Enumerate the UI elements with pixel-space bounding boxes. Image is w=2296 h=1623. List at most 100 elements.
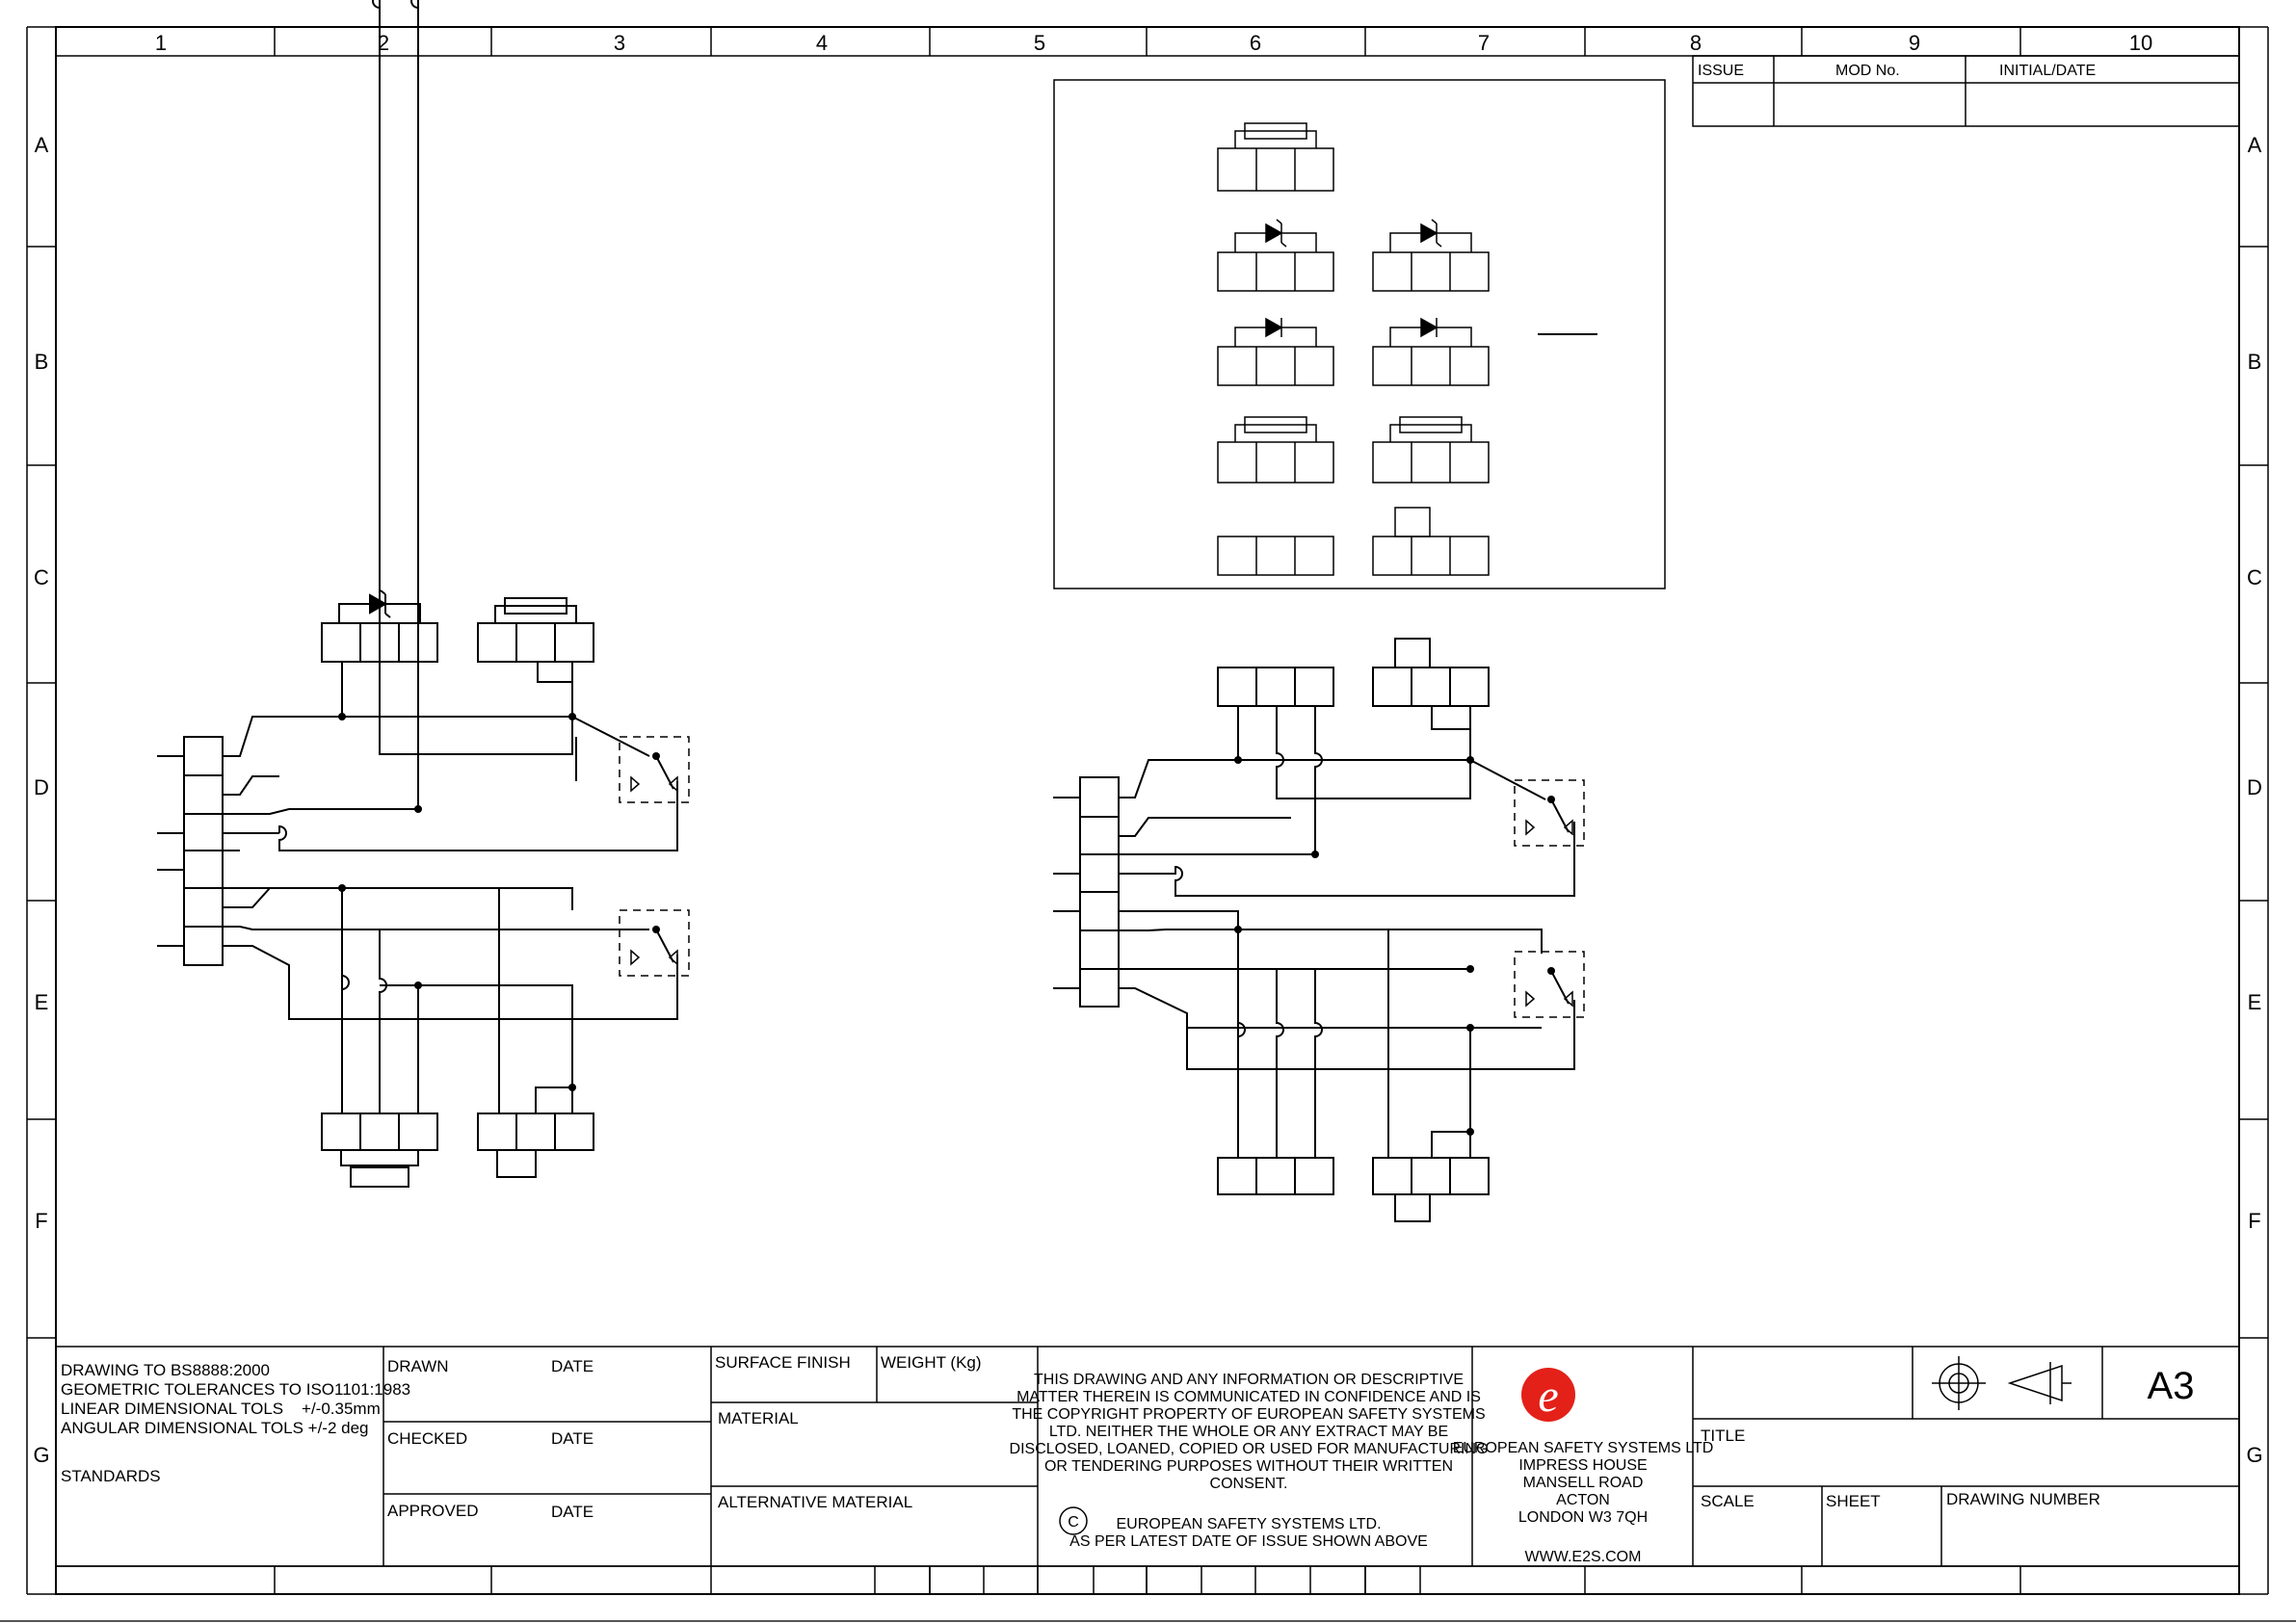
wire	[535, 1086, 573, 1113]
switch-contact-left	[1525, 819, 1536, 836]
terminal-block	[1217, 1157, 1334, 1195]
resistor-leads	[1234, 424, 1317, 442]
col-label-8: 8	[1690, 31, 1702, 55]
wire	[1237, 1022, 1246, 1037]
switch-housing	[619, 736, 690, 803]
junction-dot	[1311, 851, 1319, 858]
wire	[1119, 987, 1575, 1070]
wire	[384, 613, 391, 618]
surface-finish-label: SURFACE FINISH	[715, 1353, 851, 1372]
row-label-e-right: E	[2248, 990, 2262, 1014]
wire	[571, 716, 650, 757]
grid-row-labels: A B C D E F G A B C D E F G	[33, 133, 2262, 1467]
junction-dot	[1547, 796, 1555, 803]
wire	[372, 0, 573, 755]
row-label-g-right: G	[2246, 1443, 2262, 1467]
col-label-7: 7	[1478, 31, 1490, 55]
approved-date-label: DATE	[551, 1503, 594, 1521]
switch-contact-right	[1563, 819, 1573, 836]
row-label-c-left: C	[34, 565, 49, 589]
wire	[1119, 910, 1239, 1158]
confidential-line-5: DISCLOSED, LOANED, COPIED OR USED FOR MA…	[1010, 1441, 1489, 1457]
wire	[380, 984, 573, 1087]
wire	[1119, 817, 1291, 837]
company-logo: e	[1521, 1368, 1575, 1422]
terminal-block	[321, 1113, 438, 1151]
wire	[655, 755, 674, 790]
switch-contact-left	[630, 949, 641, 966]
terminal-block	[1217, 536, 1334, 576]
col-label-6: 6	[1250, 31, 1261, 55]
row-label-d-right: D	[2247, 775, 2262, 799]
row-label-b-right: B	[2248, 350, 2262, 374]
terminal-block	[1217, 251, 1334, 292]
terminal-block	[1372, 536, 1490, 576]
alternative-material-label: ALTERNATIVE MATERIAL	[718, 1493, 912, 1511]
resistor-symbol	[1399, 416, 1463, 433]
diode-symbol	[369, 593, 388, 615]
bottom-grid-ticks	[274, 1566, 2021, 1594]
junction-dot	[1466, 965, 1474, 973]
row-label-a-left: A	[35, 133, 49, 157]
wire	[1276, 969, 1284, 1158]
wire	[1469, 729, 1546, 800]
wire	[223, 716, 572, 757]
scale-label: SCALE	[1701, 1492, 1755, 1510]
terminal-block	[1372, 1157, 1490, 1195]
wire	[410, 0, 419, 809]
wire	[1314, 706, 1323, 854]
company-address-1: IMPRESS HOUSE	[1518, 1457, 1647, 1474]
grid-row-dividers	[26, 26, 2269, 1595]
switch-housing	[1514, 951, 1585, 1018]
confidential-line-2: MATTER THEREIN IS COMMUNICATED IN CONFID…	[1016, 1389, 1481, 1405]
wire	[223, 781, 678, 851]
revision-header-mod-no: MOD No.	[1835, 63, 1900, 79]
row-label-e-left: E	[35, 990, 49, 1014]
col-label-9: 9	[1909, 31, 1920, 55]
copyright-line-1: EUROPEAN SAFETY SYSTEMS LTD.	[1116, 1516, 1381, 1532]
logo-circle	[1521, 1368, 1575, 1422]
confidential-line-7: CONSENT.	[1210, 1476, 1288, 1492]
standards-line-3: LINEAR DIMENSIONAL TOLS +/-0.35mm	[61, 1400, 381, 1418]
wire	[223, 808, 342, 815]
terminal-block	[1217, 346, 1334, 386]
wire	[252, 887, 573, 910]
standards-line-4: ANGULAR DIMENSIONAL TOLS +/-2 deg	[61, 1419, 369, 1437]
terminal-block	[477, 1113, 594, 1151]
diode-symbol	[1265, 317, 1283, 338]
switch-housing	[1514, 779, 1585, 847]
wire	[1431, 706, 1471, 730]
logo-letter: e	[1538, 1371, 1558, 1422]
copyright-line-2: AS PER LATEST DATE OF ISSUE SHOWN ABOVE	[1069, 1533, 1428, 1550]
col-label-5: 5	[1034, 31, 1045, 55]
standards-line-2: GEOMETRIC TOLERANCES TO ISO1101:1983	[61, 1380, 410, 1399]
col-label-1: 1	[155, 31, 167, 55]
title-label: TITLE	[1701, 1427, 1745, 1445]
standards-line-1: DRAWING TO BS8888:2000	[61, 1361, 270, 1379]
junction-dot	[1547, 967, 1555, 975]
company-name: EUROPEAN SAFETY SYSTEMS LTD	[1453, 1440, 1714, 1456]
row-label-d-left: D	[34, 775, 49, 799]
wire	[537, 662, 573, 683]
terminal-block	[477, 622, 594, 663]
link-symbol	[1394, 507, 1431, 537]
resistor-leads	[1389, 424, 1472, 442]
diode-symbol	[1265, 223, 1283, 244]
wire	[223, 887, 343, 1113]
wire	[223, 945, 678, 1020]
wire	[655, 929, 674, 963]
checked-date-label: DATE	[551, 1429, 594, 1448]
resistor-leads	[1234, 130, 1317, 148]
wire	[380, 589, 386, 595]
third-angle-projection-icon	[1932, 1356, 2072, 1410]
company-address-4: LONDON W3 7QH	[1518, 1509, 1648, 1526]
copyright-symbol: C	[1068, 1514, 1079, 1531]
company-address-2: MANSELL ROAD	[1523, 1475, 1644, 1491]
company-address-3: ACTON	[1556, 1492, 1610, 1508]
terminal-block	[1372, 441, 1490, 484]
symbol-key-box	[1053, 79, 1666, 589]
title-block-grid	[56, 1346, 2239, 1594]
drawing-number-label: DRAWING NUMBER	[1946, 1490, 2100, 1508]
switch-contact-right	[1563, 990, 1573, 1008]
